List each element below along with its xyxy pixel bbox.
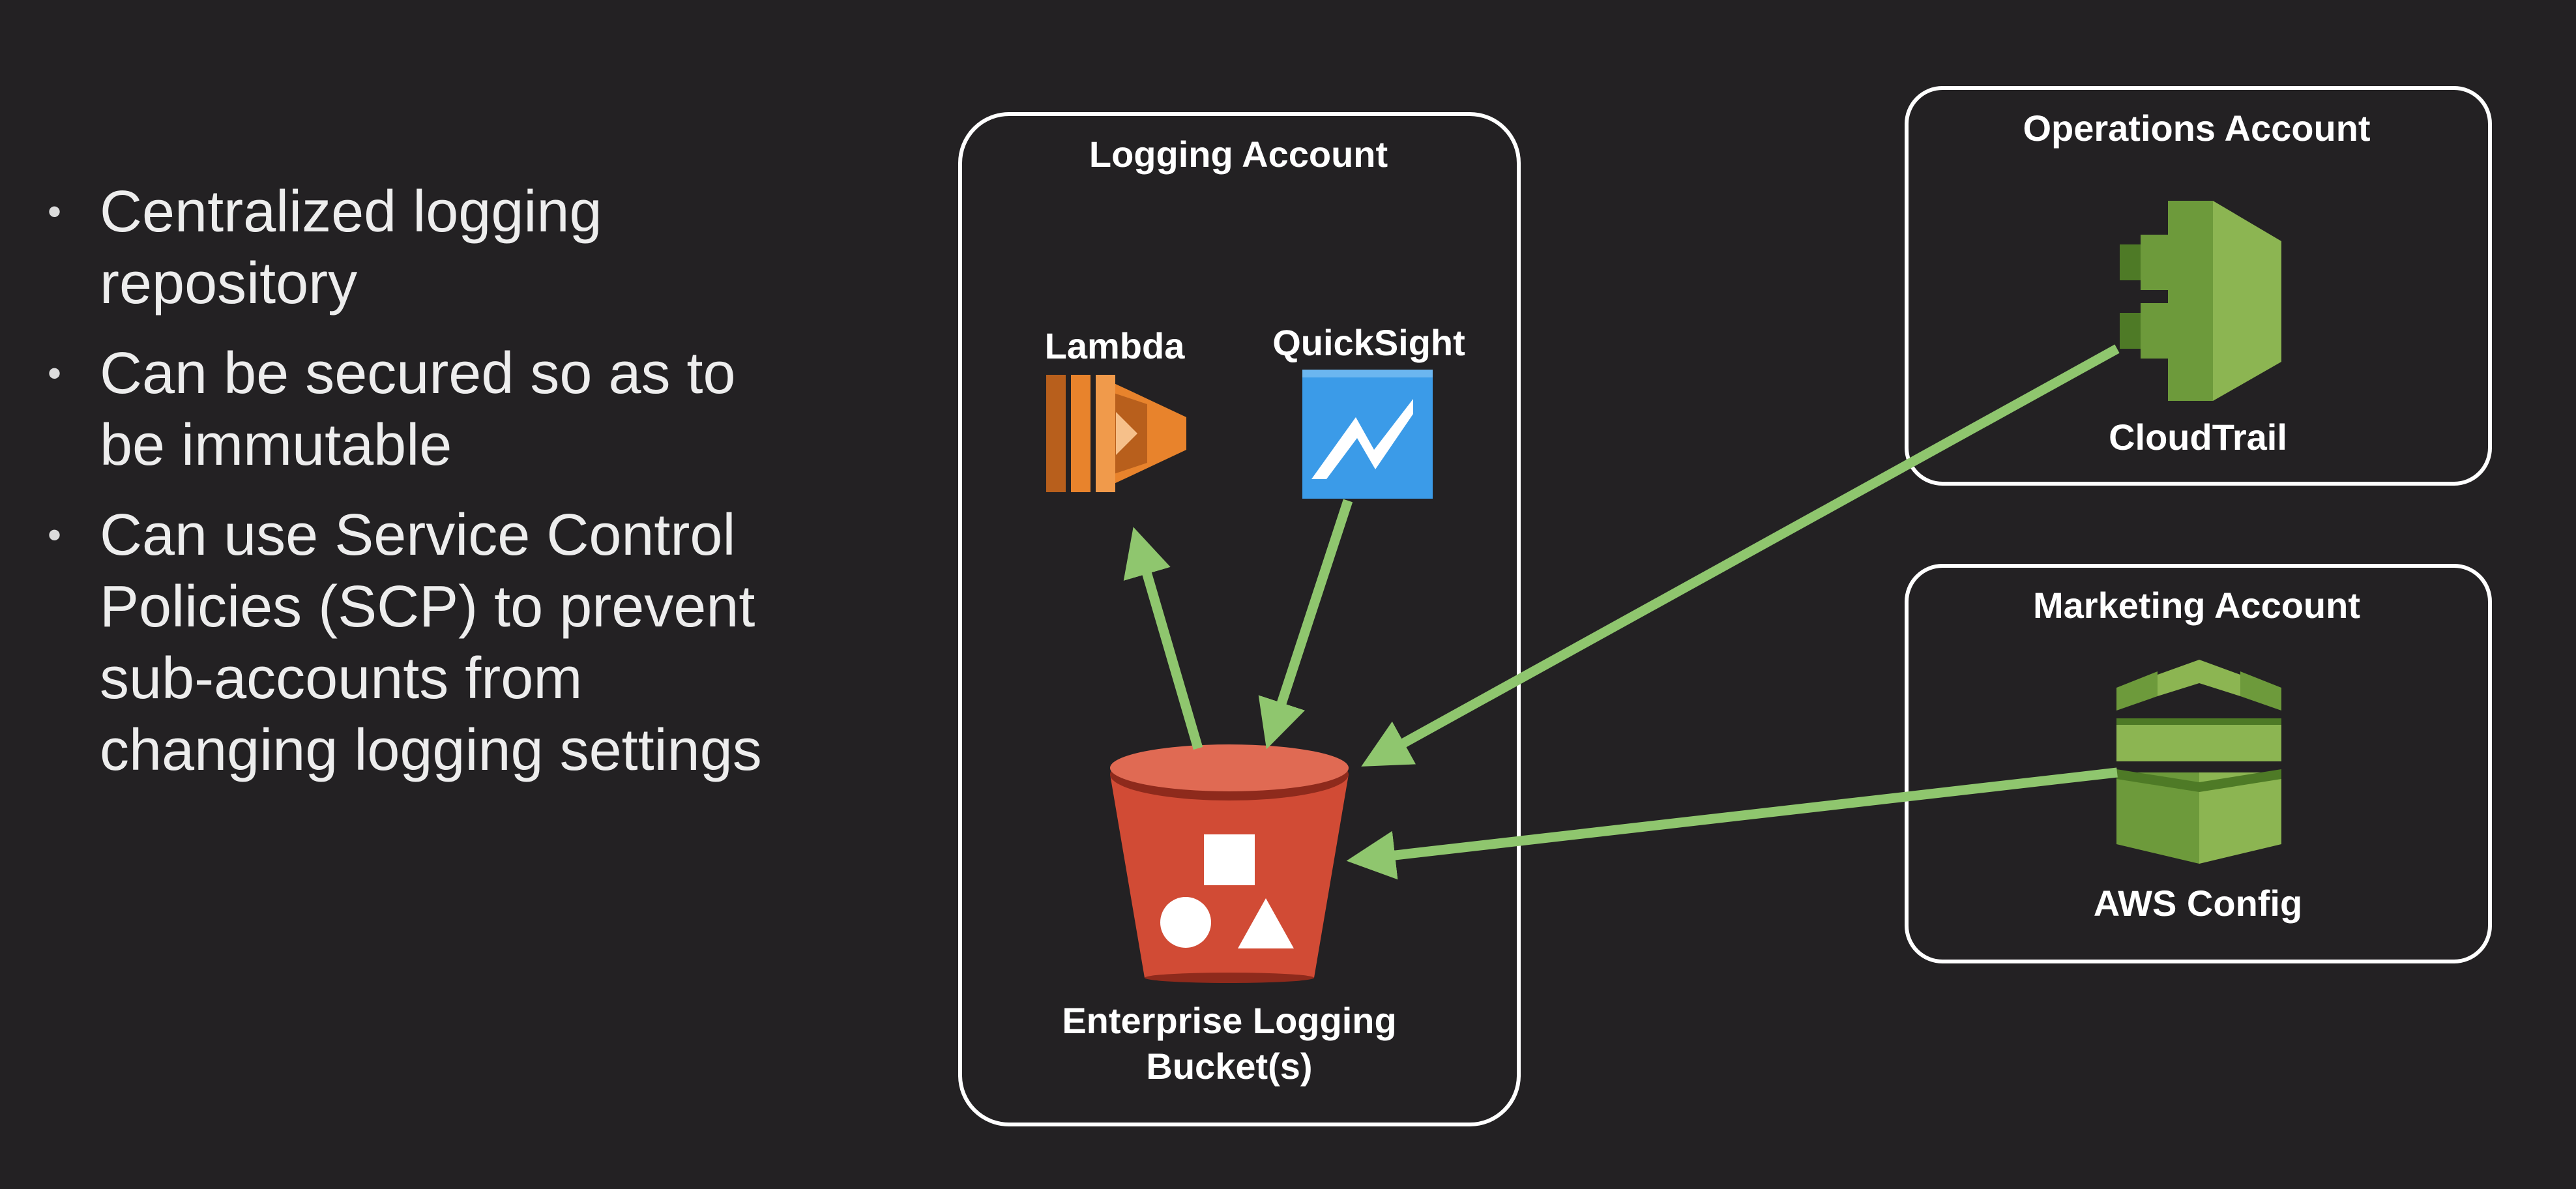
bullet-item: • Centralized logging repository [36, 176, 805, 319]
quicksight-icon [1302, 370, 1433, 499]
arrow-bucket-to-lambda [1123, 527, 1203, 750]
bullet-item: • Can be secured so as to be immutable [36, 338, 805, 481]
bullet-item: • Can use Service Control Policies (SCP)… [36, 499, 805, 786]
bullet-text: Can be secured so as to be immutable [100, 341, 736, 478]
bucket-label-line2: Bucket(s) [1146, 1046, 1312, 1087]
bullet-dot: • [48, 513, 62, 557]
s3-bucket-icon [1110, 744, 1349, 983]
arrow-config-to-bucket [1346, 767, 2118, 880]
cloudtrail-label: CloudTrail [2109, 417, 2287, 458]
operations-account-title: Operations Account [2023, 108, 2370, 149]
lambda-label: Lambda [1045, 325, 1186, 366]
logging-account-box: Logging Account [958, 112, 1521, 1126]
logging-account-title: Logging Account [1089, 134, 1388, 175]
lambda-icon [1046, 375, 1186, 492]
quicksight-label: QuickSight [1272, 322, 1465, 363]
bullet-text: Can use Service Control Policies (SCP) t… [100, 503, 762, 783]
arrow-quicksight-to-bucket [1258, 499, 1353, 750]
aws-config-label: AWS Config [2094, 883, 2302, 924]
bullet-list: • Centralized logging repository • Can b… [36, 176, 805, 804]
marketing-account-box: Marketing Account [1905, 564, 2492, 963]
bullet-dot: • [48, 351, 62, 395]
operations-account-box: Operations Account [1905, 86, 2492, 486]
bullet-dot: • [48, 190, 62, 233]
aws-config-icon [2116, 660, 2281, 864]
cloudtrail-icon [2120, 201, 2281, 401]
bullet-text: Centralized logging repository [100, 179, 602, 316]
marketing-account-title: Marketing Account [2033, 585, 2360, 626]
arrow-cloudtrail-to-bucket [1361, 344, 2120, 767]
bucket-label-line1: Enterprise Logging [1062, 1000, 1396, 1041]
